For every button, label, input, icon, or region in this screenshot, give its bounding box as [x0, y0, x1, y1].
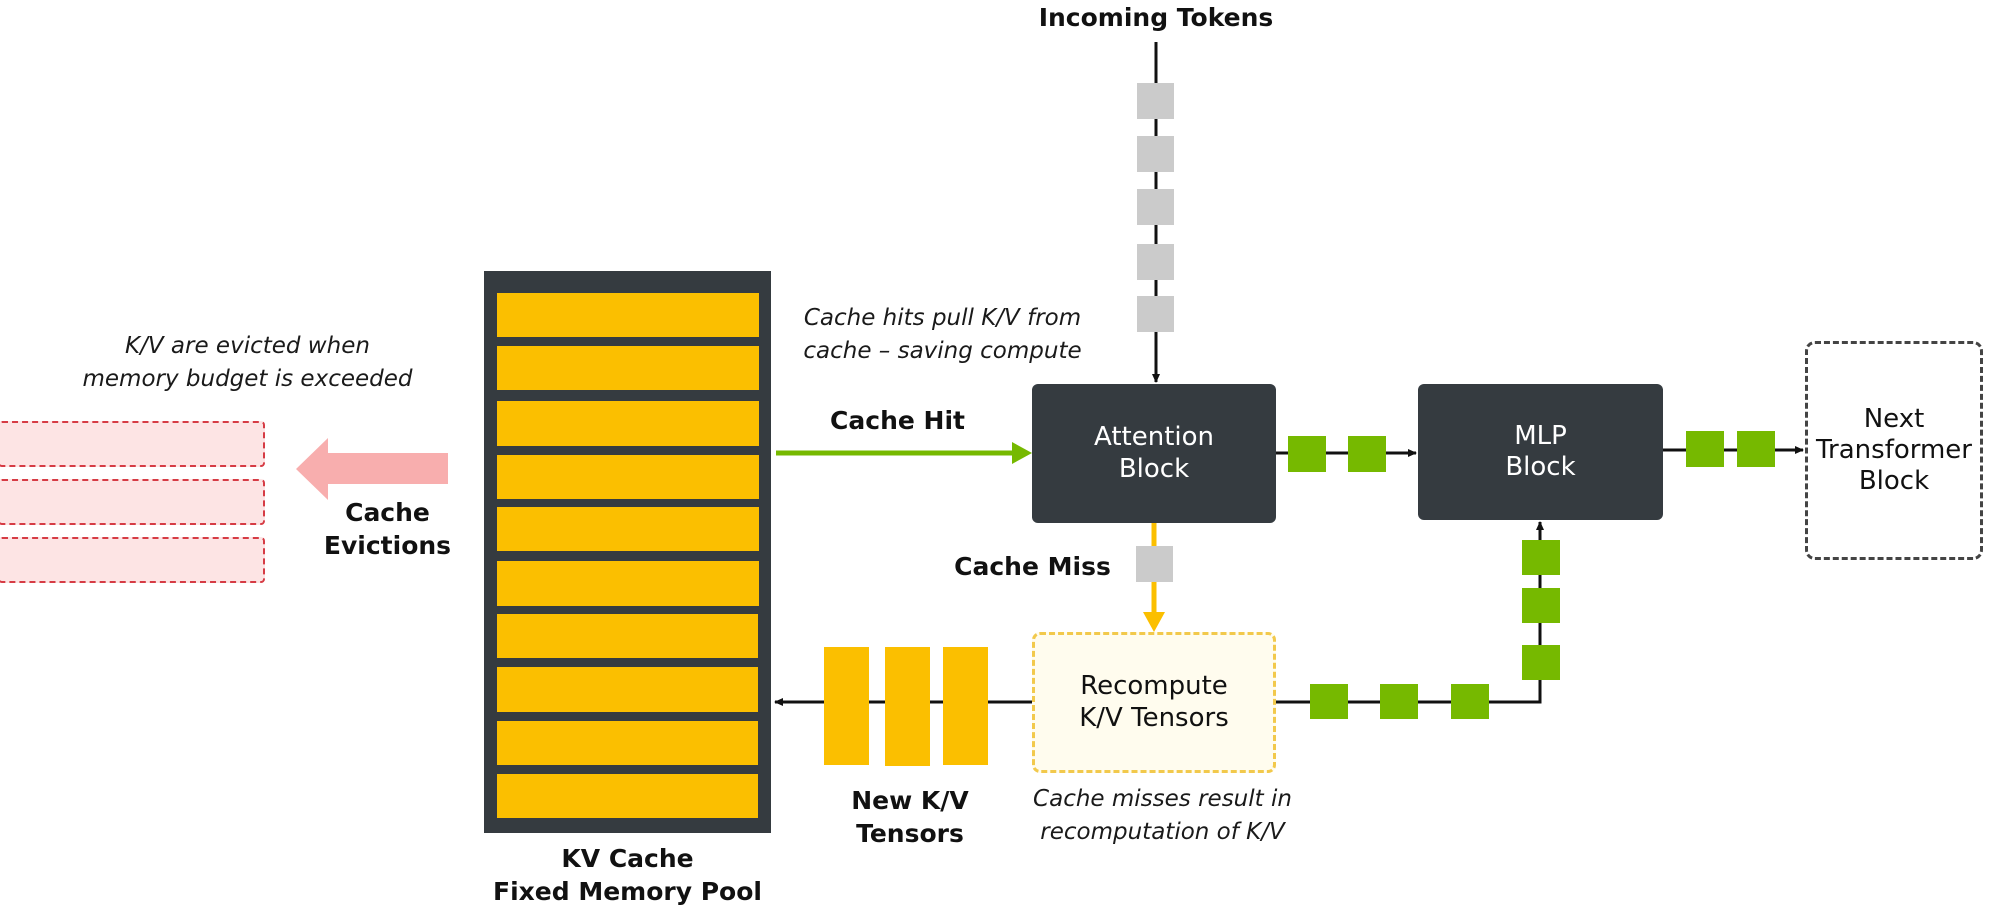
activation-token: [1380, 684, 1418, 719]
incoming-token: [1137, 189, 1174, 225]
next-block-line2: Transformer: [1815, 434, 1972, 465]
incoming-token: [1137, 83, 1174, 119]
cache-hit-note-line2: cache – saving compute: [803, 338, 1082, 365]
mlp-block-line2: Block: [1505, 452, 1576, 482]
cache-miss-note-line1: Cache misses result in: [1033, 786, 1292, 812]
cache-hit-arrowhead: [1012, 442, 1032, 464]
miss-token: [1136, 546, 1173, 582]
kv-cache-label: KV Cache Fixed Memory Pool: [470, 843, 785, 908]
new-kv-label: New K/V Tensors: [840, 785, 980, 850]
kv-cache-pool: [484, 271, 771, 833]
eviction-note: K/V are evicted when memory budget is ex…: [60, 330, 435, 397]
kv-cache-slot: [497, 721, 758, 765]
cache-miss-note: Cache misses result in recomputation of …: [1020, 783, 1305, 850]
recompute-block-line2: K/V Tensors: [1079, 702, 1229, 733]
kv-cache-slot: [497, 614, 758, 658]
cache-miss-label: Cache Miss: [954, 552, 1111, 581]
mlp-block-line1: MLP: [1514, 420, 1567, 451]
kv-cache-label-line2: Fixed Memory Pool: [493, 876, 762, 906]
new-kv-label-line2: Tensors: [856, 818, 964, 848]
kv-cache-slot: [497, 774, 758, 818]
cache-hit-label: Cache Hit: [830, 406, 965, 435]
evicted-slot: [0, 537, 265, 583]
cache-hit-note: Cache hits pull K/V from cache – saving …: [790, 302, 1095, 369]
incoming-tokens-label: Incoming Tokens: [1038, 3, 1274, 32]
activation-token: [1522, 588, 1560, 623]
kv-cache-label-line1: KV Cache: [561, 844, 694, 873]
attention-block-line2: Block: [1118, 453, 1190, 484]
cache-hit-note-line1: Cache hits pull K/V from: [803, 305, 1082, 331]
kv-cache-slot: [497, 401, 759, 446]
cache-evictions-line1: Cache: [345, 498, 430, 527]
evicted-slot: [0, 421, 265, 467]
eviction-note-line1: K/V are evicted when: [125, 333, 370, 359]
cache-evictions-line2: Evictions: [323, 530, 452, 560]
activation-token: [1288, 436, 1326, 472]
kv-cache-slot: [497, 346, 759, 390]
kv-cache-slot: [497, 293, 759, 337]
recompute-to-mlp-arrow: [1276, 521, 1544, 704]
activation-token: [1737, 431, 1775, 467]
activation-token: [1451, 684, 1489, 719]
incoming-token: [1137, 136, 1174, 172]
next-block-line1: Next: [1863, 403, 1925, 434]
kv-cache-slot: [497, 507, 759, 551]
kv-cache-slot: [497, 455, 759, 499]
new-kv-tensor: [824, 647, 869, 765]
kv-cache-slot: [497, 667, 758, 712]
recompute-kv-block[interactable]: Recompute K/V Tensors: [1032, 632, 1276, 773]
attention-block[interactable]: Attention Block: [1032, 384, 1276, 523]
activation-token: [1348, 436, 1386, 472]
attention-block-line1: Attention: [1094, 422, 1214, 453]
cache-evictions-label: Cache Evictions: [315, 497, 460, 562]
eviction-note-line2: memory budget is exceeded: [82, 366, 413, 393]
eviction-arrow: [296, 438, 448, 500]
cache-miss-arrowhead: [1143, 612, 1165, 632]
activation-token: [1522, 540, 1560, 575]
mlp-block[interactable]: MLP Block: [1418, 384, 1663, 520]
new-kv-label-line1: New K/V: [851, 786, 969, 815]
cache-miss-note-line2: recomputation of K/V: [1040, 819, 1285, 846]
incoming-token: [1137, 296, 1174, 332]
activation-token: [1686, 431, 1724, 467]
new-kv-tensor: [885, 647, 930, 766]
recompute-block-line1: Recompute: [1080, 671, 1228, 702]
kv-cache-slot: [497, 561, 759, 606]
new-kv-tensor: [943, 647, 988, 765]
activation-token: [1310, 684, 1348, 719]
activation-token: [1522, 645, 1560, 680]
next-transformer-block[interactable]: Next Transformer Block: [1805, 341, 1983, 560]
incoming-token: [1137, 244, 1174, 280]
evicted-slot: [0, 479, 265, 525]
next-block-line3: Block: [1858, 466, 1930, 497]
